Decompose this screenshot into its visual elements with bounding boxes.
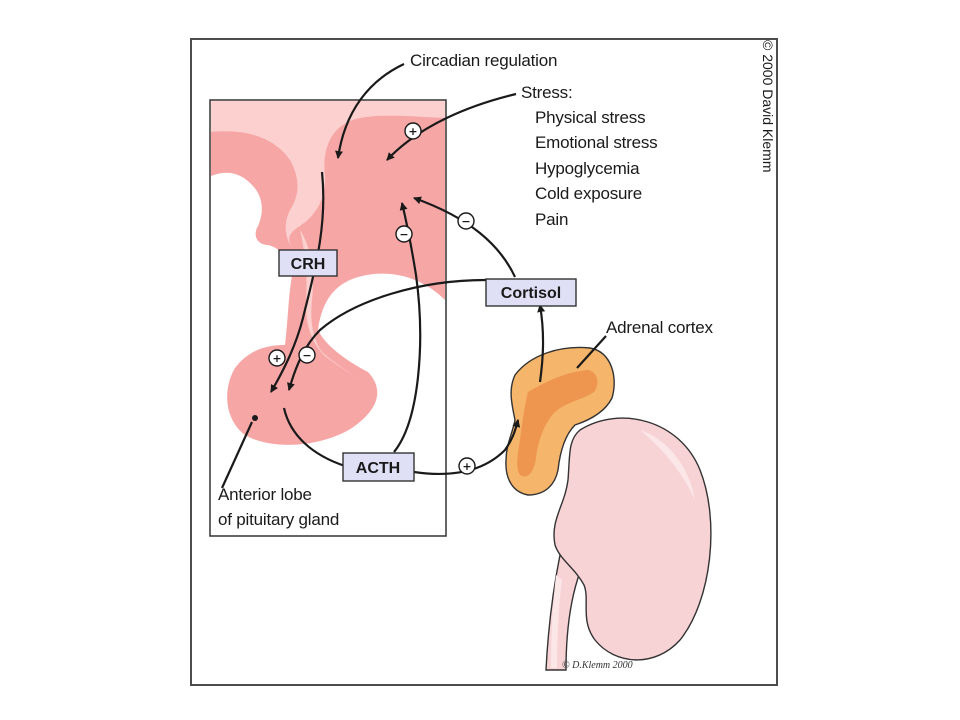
stress-item-cold: Cold exposure bbox=[535, 184, 642, 203]
circadian-regulation-label: Circadian regulation bbox=[410, 51, 557, 70]
stress-item-physical: Physical stress bbox=[535, 108, 645, 127]
arrow-pituitary-to-acth bbox=[282, 407, 346, 468]
pituitary-label-line2: of pituitary gland bbox=[218, 510, 339, 529]
sign-markers: + − − + − + bbox=[268, 122, 476, 475]
pituitary-stalk-highlight bbox=[300, 230, 368, 388]
plus-sign-acth-adrenal: + bbox=[458, 457, 476, 475]
pituitary-label-line1: Anterior lobe bbox=[218, 485, 312, 504]
arrow-acth-to-adrenal bbox=[413, 419, 521, 475]
adrenal-gland bbox=[505, 346, 615, 496]
minus-sign-cortisol-hypothalamus: − bbox=[457, 212, 475, 230]
stress-item-emotional: Emotional stress bbox=[535, 133, 657, 152]
leader-adrenal-cortex bbox=[576, 335, 607, 369]
svg-text:−: − bbox=[461, 215, 470, 228]
arrow-cortisol-to-hypothalamus bbox=[413, 196, 516, 278]
stress-item-hypoglycemia: Hypoglycemia bbox=[535, 159, 640, 178]
arrow-adrenal-to-cortisol bbox=[537, 304, 546, 383]
adrenal-medulla-shape bbox=[517, 370, 598, 477]
ureter-highlight bbox=[551, 575, 562, 668]
artist-signature: © D.Klemm 2000 bbox=[562, 660, 633, 671]
svg-text:−: − bbox=[399, 228, 408, 241]
plus-sign-crh: + bbox=[268, 349, 286, 367]
pituitary-point bbox=[252, 415, 258, 421]
arrow-circadian bbox=[335, 63, 405, 159]
arrow-crh-to-pituitary bbox=[270, 171, 325, 393]
crh-label: CRH bbox=[291, 256, 326, 273]
hypothalamus-light-band bbox=[211, 101, 445, 248]
svg-text:+: + bbox=[272, 352, 281, 365]
crh-box: CRH bbox=[278, 249, 338, 277]
leader-pituitary bbox=[220, 421, 254, 489]
svg-text:−: − bbox=[302, 349, 311, 362]
plus-sign-stress: + bbox=[404, 122, 422, 140]
minus-sign-cortisol-pituitary: − bbox=[298, 346, 316, 364]
minus-sign-acth-hypothalamus: − bbox=[395, 225, 413, 243]
stress-item-pain: Pain bbox=[535, 210, 568, 229]
kidney bbox=[545, 417, 712, 671]
acth-label: ACTH bbox=[356, 460, 400, 477]
svg-text:+: + bbox=[462, 460, 471, 473]
svg-text:+: + bbox=[408, 125, 417, 138]
adrenal-cortex-label: Adrenal cortex bbox=[606, 318, 714, 337]
copyright-text: © 2000 David Klemm bbox=[760, 40, 776, 172]
cortisol-label: Cortisol bbox=[501, 285, 561, 302]
stress-title: Stress: bbox=[521, 83, 573, 102]
kidney-body bbox=[553, 417, 712, 661]
acth-box: ACTH bbox=[342, 452, 415, 482]
cortisol-box: Cortisol bbox=[485, 278, 577, 307]
arrow-cortisol-to-pituitary bbox=[287, 278, 487, 391]
arrow-stress bbox=[386, 92, 517, 161]
